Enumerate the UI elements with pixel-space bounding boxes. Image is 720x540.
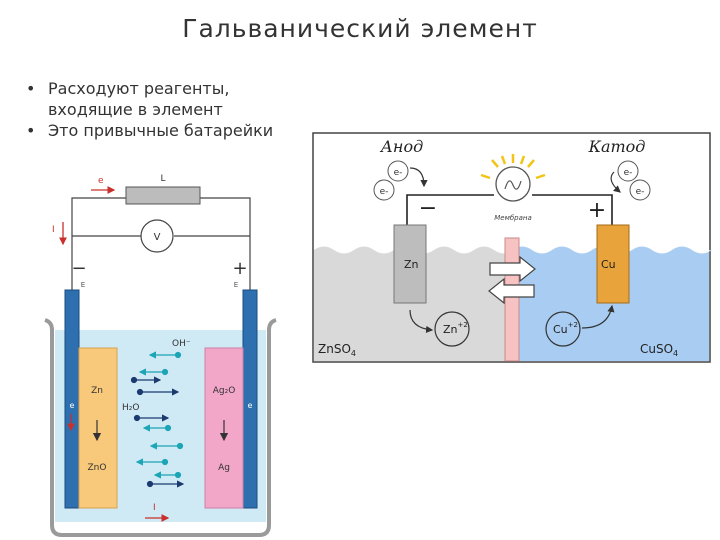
anode-electrode-label: e [70,401,75,410]
cathode-electrode [242,289,258,509]
anode-bottom-label: ZnO [88,463,107,473]
hydroxide-ions [135,351,184,479]
water-dot [130,376,138,384]
plus-sign: + [588,198,606,223]
daniell-cell-diagram: Анод Катод Мембрана e- e- e- e- − + [312,132,712,363]
bottom-current-label: I [153,503,156,513]
right-e-label: E [234,281,238,289]
water-molecules [130,376,185,488]
water-dot [136,388,144,396]
ion-dot [161,368,169,376]
minus-terminal: − [71,258,86,279]
zinc-electrode [393,224,427,304]
slide-title: Гальванический элемент [182,14,538,43]
plus-terminal: + [232,258,247,279]
external-circuit [71,197,251,292]
left-solution [314,246,514,361]
ion-dot [161,458,169,466]
cathode-electrode-label: e [248,401,253,410]
membrane-label: Мембрана [494,214,532,222]
bullet-item: Это привычные батарейки [26,120,278,141]
anode-title: Анод [380,137,423,156]
left-arrow-icon [488,277,535,305]
electron-bubbles: e- e- e- e- [373,160,651,201]
water-dot [133,414,141,422]
bullet-list: Расходуют реагенты, входящие в элемент Э… [26,78,278,141]
cathode-top-label: Ag₂O [213,386,236,396]
anode-paste [78,347,118,509]
cu-ion [545,311,581,347]
electron-label: e- [624,168,633,178]
cu-ion-label: Cu+2 [553,321,578,336]
zn-ion-label: Zn+2 [443,321,468,336]
electron-label: e- [380,187,389,197]
cathode-electron-arrow [610,171,621,193]
anode-electrode [64,289,80,509]
voltmeter [140,219,174,253]
right-arrow-icon [489,255,536,283]
anode-electron-arrow [409,167,428,188]
anode-top-label: Zn [91,386,103,396]
electron-flow-label: e [98,176,104,186]
zn-ion [434,311,470,347]
water-label: H₂O [122,403,139,413]
electron-label: e- [636,187,645,197]
zn-ion-arrow [409,309,434,334]
ion-dot [176,442,184,450]
water-dot [146,480,154,488]
load-resistor [125,186,201,205]
current-label: I [52,225,55,235]
right-solution-label: CuSO4 [640,342,678,358]
left-solution-label: ZnSO4 [318,342,356,358]
copper-label: Cu [601,258,616,271]
left-e-label: E [81,281,85,289]
copper-electrode [596,224,630,304]
bullet-item: Расходуют реагенты, входящие в элемент [26,78,278,120]
minus-sign: − [419,196,437,221]
cathode-title: Катод [588,137,646,156]
hydroxide-label: OH⁻ [172,339,191,349]
ion-dot [174,351,182,359]
ion-dot [164,424,172,432]
membrane [504,237,520,362]
zinc-label: Zn [404,258,419,271]
electron-label: e- [394,168,403,178]
cathode-bottom-label: Ag [218,463,230,473]
load-label: L [160,174,165,184]
voltmeter-label: V [154,232,161,243]
right-solution [512,246,712,361]
ion-dot [174,471,182,479]
beaker [44,318,277,537]
wires [406,194,613,225]
cu-ion-arrow [581,304,615,329]
bulb-icon [480,154,546,202]
